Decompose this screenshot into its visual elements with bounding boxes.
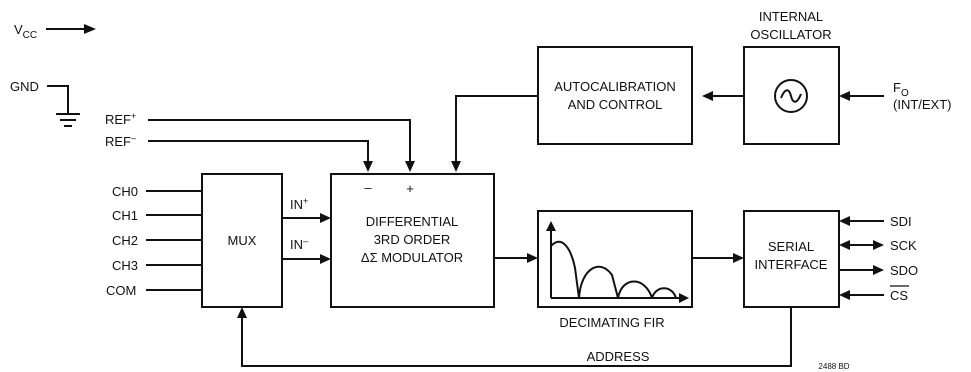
fir-response-graph: [546, 221, 689, 303]
vcc-label: VCC: [14, 22, 37, 41]
autocalibration-line-2: AND CONTROL: [568, 97, 663, 112]
ref-neg-label: REF–: [105, 133, 136, 149]
address-wire: [241, 307, 792, 367]
address-arrowhead: [237, 307, 247, 318]
channel-label-ch0: CH0: [112, 184, 138, 199]
modulator-line-1: DIFFERENTIAL: [366, 214, 458, 229]
modulator-line-2: 3RD ORDER: [374, 232, 451, 247]
sck-arrowhead-right: [873, 240, 884, 250]
ground-symbol: [47, 85, 80, 127]
in-pos-arrowhead: [320, 213, 331, 223]
sck-label: SCK: [890, 238, 917, 253]
ref-neg-arrowhead: [363, 161, 373, 172]
vcc-arrowhead: [84, 24, 96, 34]
fir-block: [537, 210, 693, 308]
fo-label: FO: [893, 80, 909, 99]
autocalibration-line-1: AUTOCALIBRATION: [554, 79, 676, 94]
oscillator-title-line-1: INTERNAL: [759, 9, 823, 24]
modulator-to-fir-arrowhead: [527, 253, 538, 263]
ref-neg-wire: [148, 140, 369, 164]
address-label: ADDRESS: [587, 349, 650, 364]
modulator-block: [330, 173, 495, 308]
cs-label: CS: [890, 288, 908, 303]
mux-block: [201, 173, 283, 308]
autocal-to-modulator-arrowhead: [451, 161, 461, 172]
autocal-to-modulator-wire: [455, 95, 538, 164]
in-neg-label: IN–: [290, 236, 308, 252]
serial-interface-block: [743, 210, 840, 308]
gnd-label: GND: [10, 79, 39, 94]
oscillator-to-autocal-arrowhead: [702, 91, 713, 101]
sdi-label: SDI: [890, 214, 912, 229]
fir-to-serial-arrowhead: [733, 253, 744, 263]
svg-text:VCC: VCC: [14, 22, 37, 41]
sck-arrowhead-left: [839, 240, 850, 250]
autocalibration-block: [537, 46, 693, 145]
cs-arrowhead: [839, 290, 850, 300]
serial-interface-line-2: INTERFACE: [755, 257, 828, 272]
sdo-label: SDO: [890, 263, 918, 278]
in-pos-label: IN+: [290, 196, 308, 212]
modulator-line-3: ΔΣ MODULATOR: [361, 250, 463, 265]
channel-label-ch3: CH3: [112, 258, 138, 273]
sine-wave-icon: [774, 79, 808, 113]
modulator-minus-sign: –: [364, 180, 372, 195]
ref-pos-wire: [148, 119, 411, 164]
ref-pos-label: REF+: [105, 111, 136, 127]
channel-label-ch1: CH1: [112, 208, 138, 223]
oscillator-title-line-2: OSCILLATOR: [750, 27, 831, 42]
in-neg-arrowhead: [320, 254, 331, 264]
channel-label-com: COM: [106, 283, 136, 298]
channel-label-ch2: CH2: [112, 233, 138, 248]
fo-mode-label: (INT/EXT): [893, 97, 952, 112]
fo-arrowhead: [839, 91, 850, 101]
serial-interface-line-1: SERIAL: [768, 239, 814, 254]
mux-label: MUX: [228, 233, 257, 248]
fir-label: DECIMATING FIR: [559, 315, 664, 330]
modulator-plus-sign: +: [406, 181, 414, 196]
ref-pos-arrowhead: [405, 161, 415, 172]
sdi-arrowhead: [839, 216, 850, 226]
figure-id: 2488 BD: [818, 362, 849, 371]
sdo-arrowhead: [873, 265, 884, 275]
